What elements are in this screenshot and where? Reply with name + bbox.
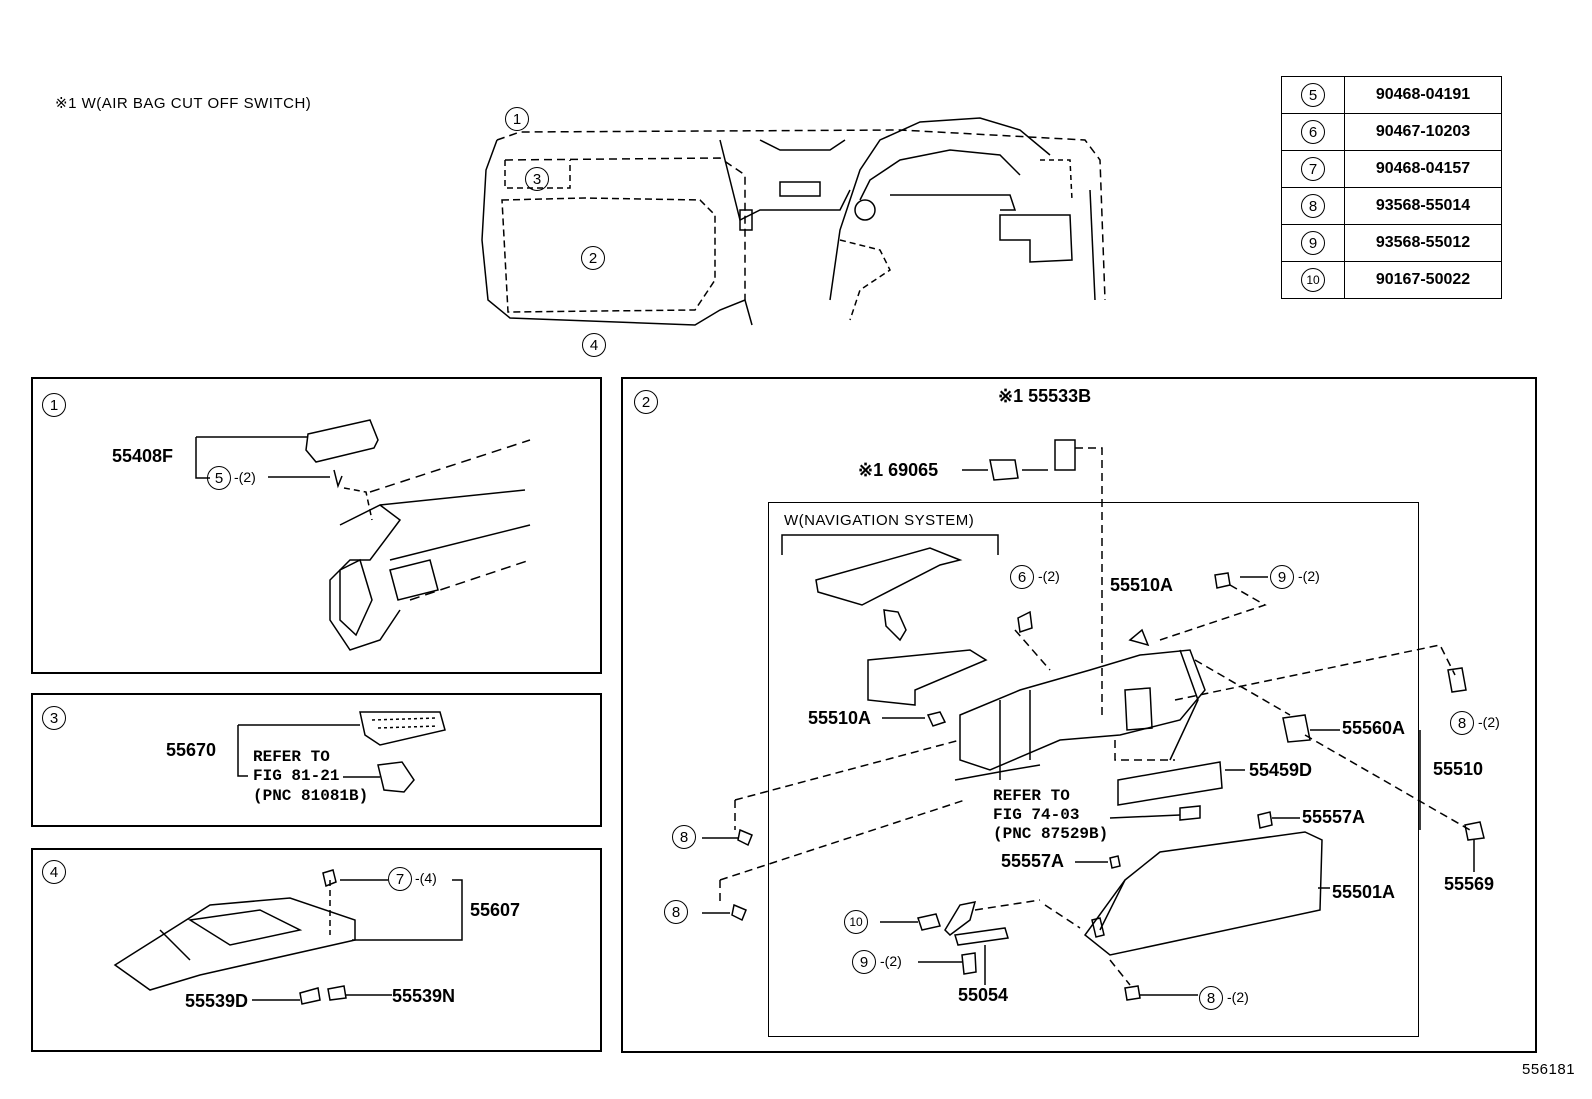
detail-panel-1 [31,377,602,674]
part-55557A-left[interactable]: 55557A [1001,851,1065,871]
part-55670[interactable]: 55670 [166,740,217,760]
detail-panel-2 [621,377,1537,1053]
codes-row: 5 90468-04191 [1281,76,1502,114]
panel2-drawing [702,439,1485,1001]
refer-line-3: (PNC 87529B) [993,825,1109,843]
part-69065[interactable]: ※1 69065 [858,460,939,480]
ref-9-bottom[interactable]: 9 [852,950,876,974]
codes-row: 7 90468-04157 [1281,150,1502,188]
detail-panel-4 [31,848,602,1052]
ref-6-qty: -(2) [1038,568,1060,584]
code-part-number[interactable]: 90468-04157 [1344,150,1502,188]
code-ref: 8 [1301,194,1325,218]
code-ref: 10 [1301,268,1325,292]
part-55607[interactable]: 55607 [470,900,521,920]
part-55560A[interactable]: 55560A [1342,718,1406,738]
panel4-drawing [113,869,463,1005]
part-55539D[interactable]: 55539D [185,991,249,1011]
dashboard-overview-drawing [481,117,1106,326]
part-55459D[interactable]: 55459D [1249,760,1313,780]
codes-row: 8 93568-55014 [1281,187,1502,225]
ref-9-top[interactable]: 9 [1270,565,1294,589]
refer-line-2[interactable]: FIG 74-03 [993,806,1080,824]
ref-6[interactable]: 6 [1010,565,1034,589]
detail-panel-3 [31,693,602,827]
refer-line-1: REFER TO [253,748,330,766]
overview-callout-1[interactable]: 1 [505,107,529,131]
ref-5[interactable]: 5 [207,466,231,490]
code-part-number[interactable]: 90167-50022 [1344,261,1502,299]
part-55510A-right[interactable]: 55510A [1110,575,1174,595]
ref-8-bottom[interactable]: 8 [1199,986,1223,1010]
code-part-number[interactable]: 93568-55012 [1344,224,1502,262]
figure-number: 556181 [1522,1061,1576,1078]
overview-callout-3[interactable]: 3 [525,167,549,191]
part-55408F[interactable]: 55408F [112,446,174,466]
code-part-number[interactable]: 93568-55014 [1344,187,1502,225]
ref-7[interactable]: 7 [388,867,412,891]
part-55557A-right[interactable]: 55557A [1302,807,1366,827]
part-55054[interactable]: 55054 [958,985,1009,1005]
part-55510A-left[interactable]: 55510A [808,708,872,728]
ref-9-bottom-qty: -(2) [880,953,902,969]
panel-1-id: 1 [42,393,66,417]
overview-callout-2[interactable]: 2 [581,246,605,270]
part-55569[interactable]: 55569 [1444,874,1495,894]
overview-callout-4[interactable]: 4 [582,333,606,357]
navigation-system-label: W(NAVIGATION SYSTEM) [784,512,975,529]
airbag-switch-note: ※1 W(AIR BAG CUT OFF SWITCH) [55,95,312,112]
panel-3-id: 3 [42,706,66,730]
panel3-drawing [237,711,446,793]
part-55501A[interactable]: 55501A [1332,882,1396,902]
part-55533B[interactable]: ※1 55533B [998,386,1092,406]
refer-line-2[interactable]: FIG 81-21 [253,767,340,785]
code-ref: 9 [1301,231,1325,255]
part-55539N[interactable]: 55539N [392,986,456,1006]
codes-row: 10 90167-50022 [1281,261,1502,299]
codes-row: 9 93568-55012 [1281,224,1502,262]
code-part-number[interactable]: 90468-04191 [1344,76,1502,114]
code-ref: 7 [1301,157,1325,181]
glovebox-subpanel [768,502,1419,1037]
ref-9-top-qty: -(2) [1298,568,1320,584]
fastener-codes-table: 5 90468-04191 6 90467-10203 7 90468-0415… [1281,76,1502,299]
code-ref: 5 [1301,83,1325,107]
ref-8-bottom-qty: -(2) [1227,989,1249,1005]
ref-5-qty: -(2) [234,469,256,485]
part-55510[interactable]: 55510 [1433,759,1484,779]
ref-10[interactable]: 10 [844,910,868,934]
code-ref: 6 [1301,120,1325,144]
refer-line-3: (PNC 81081B) [253,787,369,805]
refer-line-1: REFER TO [993,787,1070,805]
panel-2-id: 2 [634,390,658,414]
panel-4-id: 4 [42,860,66,884]
ref-8-right-qty: -(2) [1478,714,1500,730]
ref-7-qty: -(4) [415,870,437,886]
ref-8-left-a[interactable]: 8 [672,825,696,849]
ref-8-right[interactable]: 8 [1450,711,1474,735]
panel1-drawing [195,419,531,651]
ref-8-left-b[interactable]: 8 [664,900,688,924]
code-part-number[interactable]: 90467-10203 [1344,113,1502,151]
codes-row: 6 90467-10203 [1281,113,1502,151]
